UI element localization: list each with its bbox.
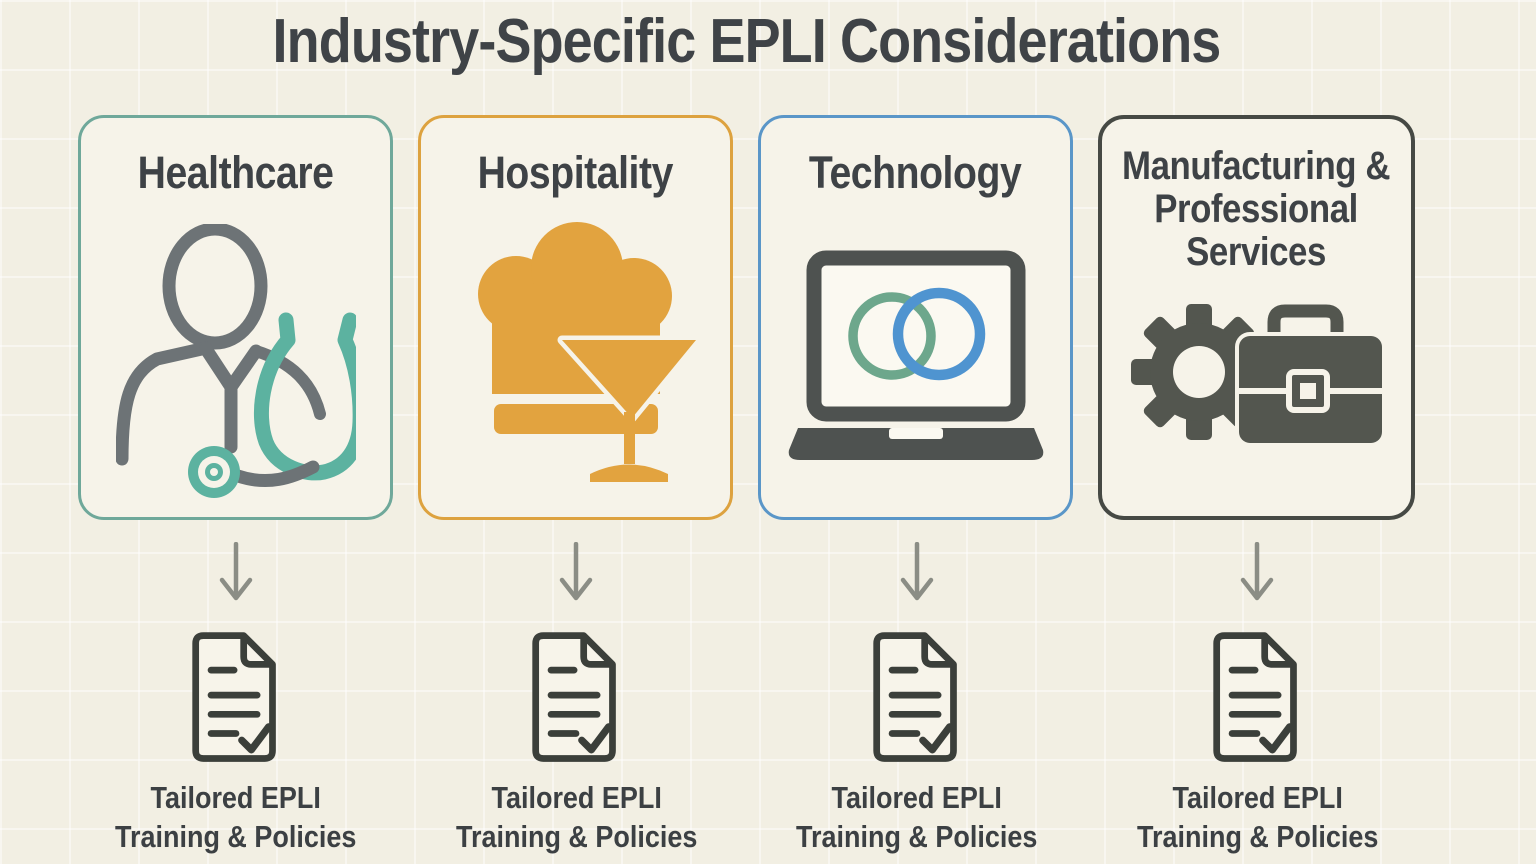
outcome-column-manufacturing: Tailored EPLI Training & Policies — [1100, 520, 1416, 856]
document-checklist-icon — [873, 632, 957, 762]
card-title-line: Services — [1186, 230, 1327, 274]
document-checklist-icon — [192, 632, 276, 762]
laptop-venn-icon — [788, 250, 1044, 466]
down-arrow-icon — [560, 542, 593, 601]
down-arrow-icon — [219, 542, 252, 601]
outcome-column-technology: Tailored EPLI Training & Policies — [759, 520, 1075, 856]
card-title-healthcare: Healthcare — [137, 147, 334, 198]
outcome-column-hospitality: Tailored EPLI Training & Policies — [419, 520, 735, 856]
outcomes-row: Tailored EPLI Training & Policies Tailor… — [78, 520, 1415, 856]
chef-hat-martini-icon — [474, 222, 696, 485]
page-title: Industry-Specific EPLI Considerations — [272, 7, 1222, 76]
card-title-manufacturing: Manufacturing & Professional Services — [1122, 145, 1390, 274]
outcome-label: Tailored EPLI Training & Policies — [115, 780, 357, 854]
card-title-hospitality: Hospitality — [477, 147, 674, 198]
outcome-label: Tailored EPLI Training & Policies — [1136, 780, 1378, 854]
document-checklist-icon — [1213, 632, 1298, 762]
card-title-line: Professional — [1154, 187, 1359, 231]
card-technology: Technology — [758, 115, 1073, 520]
card-healthcare: Healthcare — [78, 115, 393, 520]
card-title-line: Manufacturing & — [1122, 144, 1391, 188]
doctor-stethoscope-icon — [115, 224, 356, 502]
outcome-column-healthcare: Tailored EPLI Training & Policies — [78, 520, 394, 856]
outcome-label: Tailored EPLI Training & Policies — [796, 780, 1038, 854]
card-title-technology: Technology — [809, 147, 1022, 198]
industry-cards-row: Healthcare — [78, 115, 1415, 520]
document-checklist-icon — [532, 632, 617, 762]
outcome-label: Tailored EPLI Training & Policies — [455, 780, 697, 854]
gear-briefcase-icon — [1130, 300, 1383, 444]
down-arrow-icon — [1241, 542, 1274, 601]
card-manufacturing-professional-services: Manufacturing & Professional Services — [1098, 115, 1415, 520]
down-arrow-icon — [900, 542, 933, 601]
card-hospitality: Hospitality — [418, 115, 733, 520]
